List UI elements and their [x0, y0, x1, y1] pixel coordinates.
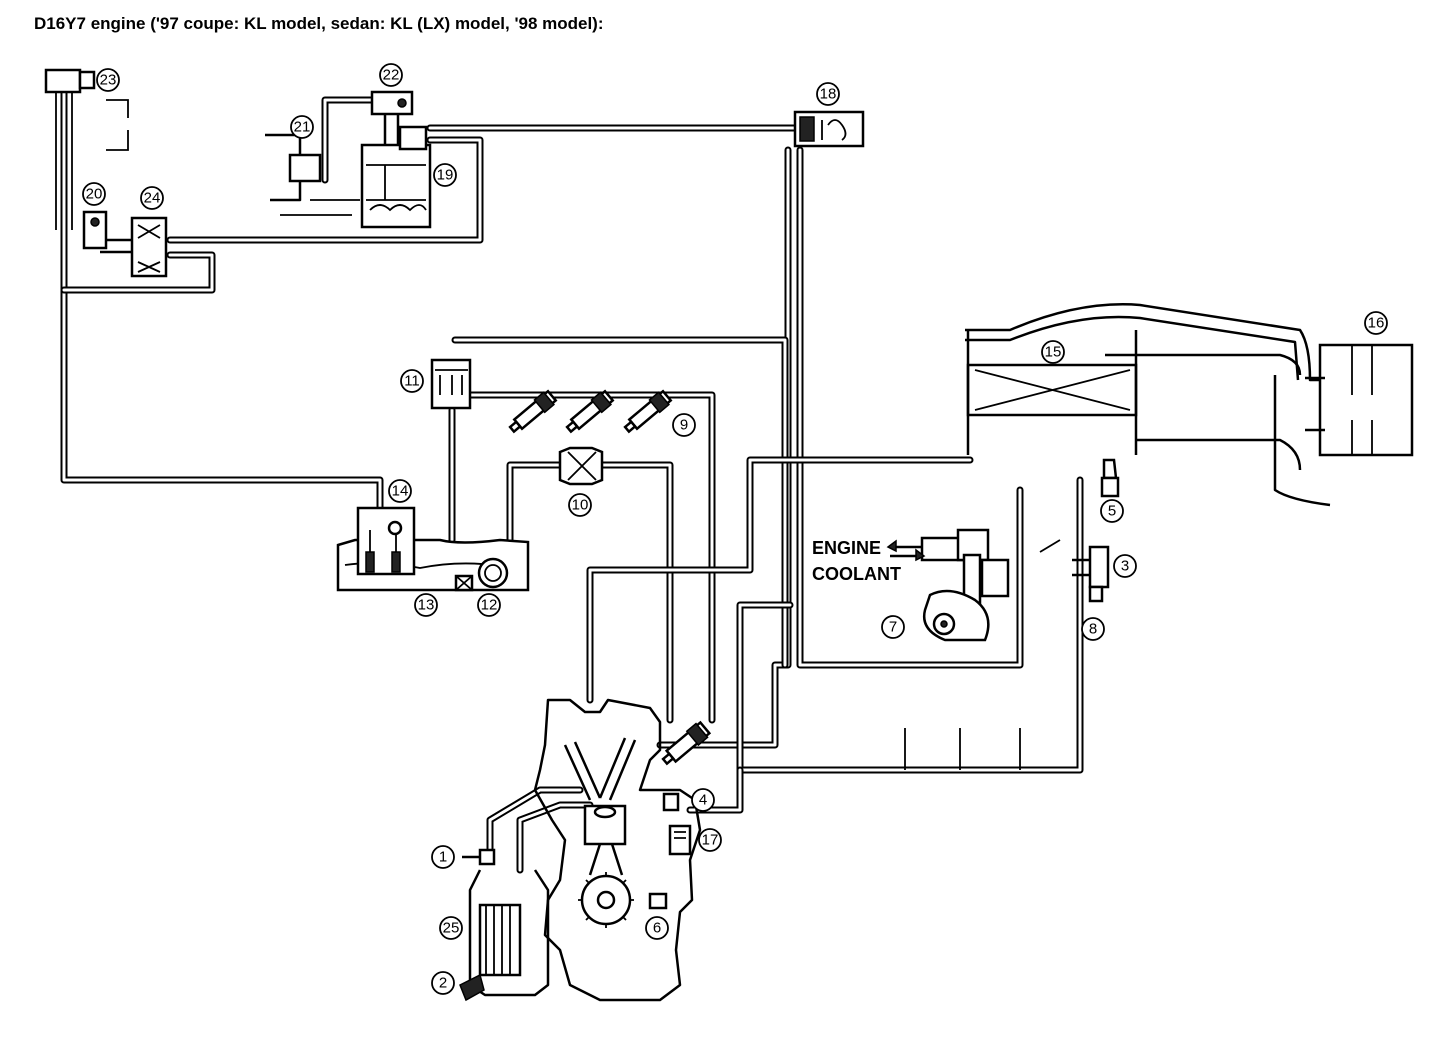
svg-text:11: 11 [404, 373, 420, 390]
svg-text:25: 25 [443, 920, 460, 937]
svg-text:9: 9 [680, 417, 688, 434]
callout-18: 18 [816, 82, 840, 106]
callout-11: 11 [400, 369, 424, 393]
svg-text:17: 17 [702, 832, 719, 849]
callout-15: 15 [1041, 340, 1065, 364]
svg-text:15: 15 [1045, 344, 1062, 361]
component-23 [44, 68, 129, 230]
svg-text:22: 22 [383, 67, 400, 84]
air-cleaner [965, 303, 1414, 507]
callout-8: 8 [1081, 617, 1105, 641]
callout-5: 5 [1100, 499, 1124, 523]
svg-text:20: 20 [86, 186, 103, 203]
svg-text:21: 21 [294, 119, 311, 136]
engine-block [533, 698, 702, 1002]
callout-6: 6 [645, 916, 669, 940]
callout-12: 12 [477, 593, 501, 617]
svg-text:1: 1 [439, 849, 447, 866]
svg-text:18: 18 [820, 86, 837, 103]
callout-3: 3 [1113, 554, 1137, 578]
svg-text:23: 23 [100, 72, 117, 89]
callout-22: 22 [379, 63, 403, 87]
svg-text:4: 4 [699, 792, 707, 809]
callout-23: 23 [96, 68, 120, 92]
diagram-title: D16Y7 engine ('97 coupe: KL model, sedan… [34, 14, 604, 33]
callout-16: 16 [1364, 311, 1388, 335]
catalytic-converter [459, 848, 550, 1002]
callout-19: 19 [433, 163, 457, 187]
engine-label: ENGINE [812, 538, 881, 558]
component-11 [430, 358, 472, 410]
svg-text:7: 7 [889, 619, 897, 636]
callout-4: 4 [691, 788, 715, 812]
component-18 [793, 110, 865, 148]
svg-text:16: 16 [1368, 315, 1385, 332]
callout-25: 25 [439, 916, 463, 940]
hose-network [60, 86, 1084, 874]
svg-text:24: 24 [144, 190, 161, 207]
fuel-injectors [508, 389, 712, 766]
callout-21: 21 [290, 115, 314, 139]
callout-24: 24 [140, 186, 164, 210]
callout-10: 10 [568, 493, 592, 517]
callout-9: 9 [672, 413, 696, 437]
callout-20: 20 [82, 182, 106, 206]
svg-text:6: 6 [653, 920, 661, 937]
svg-text:2: 2 [439, 975, 447, 992]
component-20-24 [82, 210, 168, 278]
callout-1: 1 [431, 845, 455, 869]
svg-text:13: 13 [418, 597, 435, 614]
callout-17: 17 [698, 828, 722, 852]
callout-13: 13 [414, 593, 438, 617]
svg-text:12: 12 [481, 597, 498, 614]
svg-text:14: 14 [392, 483, 409, 500]
component-19-21-22 [265, 90, 432, 229]
fuel-tank [336, 506, 530, 592]
coolant-label: COOLANT [812, 564, 901, 584]
svg-text:3: 3 [1121, 558, 1129, 575]
component-10-fuel-filter [558, 446, 604, 486]
svg-text:19: 19 [437, 167, 454, 184]
callout-2: 2 [431, 971, 455, 995]
component-7-iacv [886, 528, 1010, 642]
svg-text:8: 8 [1089, 621, 1097, 638]
callout-7: 7 [881, 615, 905, 639]
svg-text:10: 10 [572, 497, 589, 514]
callout-14: 14 [388, 479, 412, 503]
svg-text:5: 5 [1108, 503, 1116, 520]
component-3-5-8 [1039, 458, 1120, 603]
